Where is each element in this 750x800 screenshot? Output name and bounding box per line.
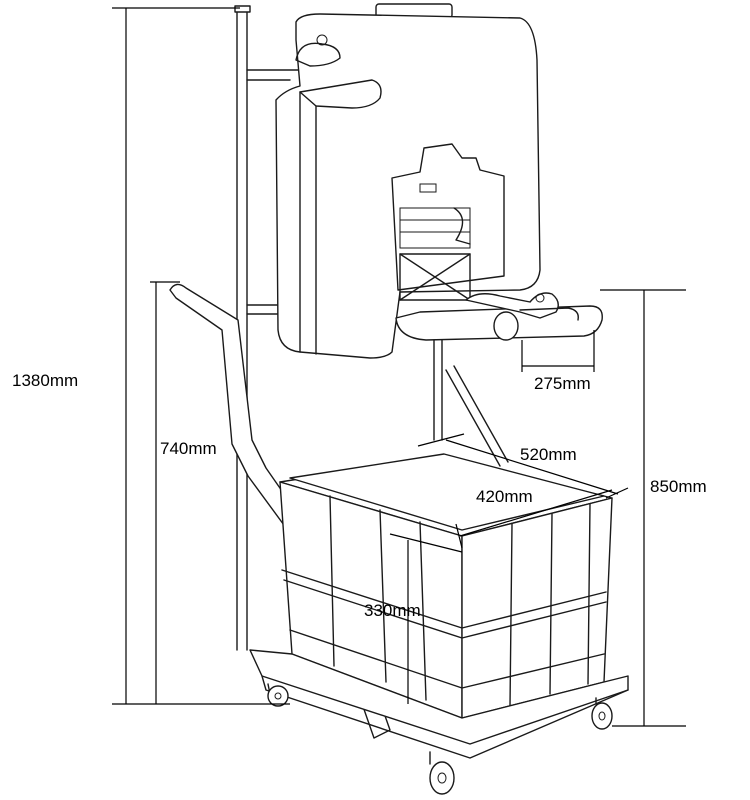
eyewash-basin [395,292,603,341]
dim-label-crate-height: 330mm [364,601,421,620]
dim-label-total-height: 1380mm [12,371,78,390]
dim-label-basin-width: 520mm [520,445,577,464]
caster-wheels [267,683,613,795]
dim-label-crate-depth: 420mm [476,487,533,506]
support-struts [433,339,509,467]
dim-label-handle-height: 740mm [160,439,217,458]
water-tank [275,3,541,359]
wheel-front-left [429,751,455,795]
wheel-front-right [591,697,613,730]
base-platform [249,649,629,759]
dim-label-shelf-depth: 275mm [534,374,591,393]
dim-label-shelf-height: 850mm [650,477,707,496]
dimension-lines [112,7,686,727]
wheel-rear-left [267,683,289,707]
